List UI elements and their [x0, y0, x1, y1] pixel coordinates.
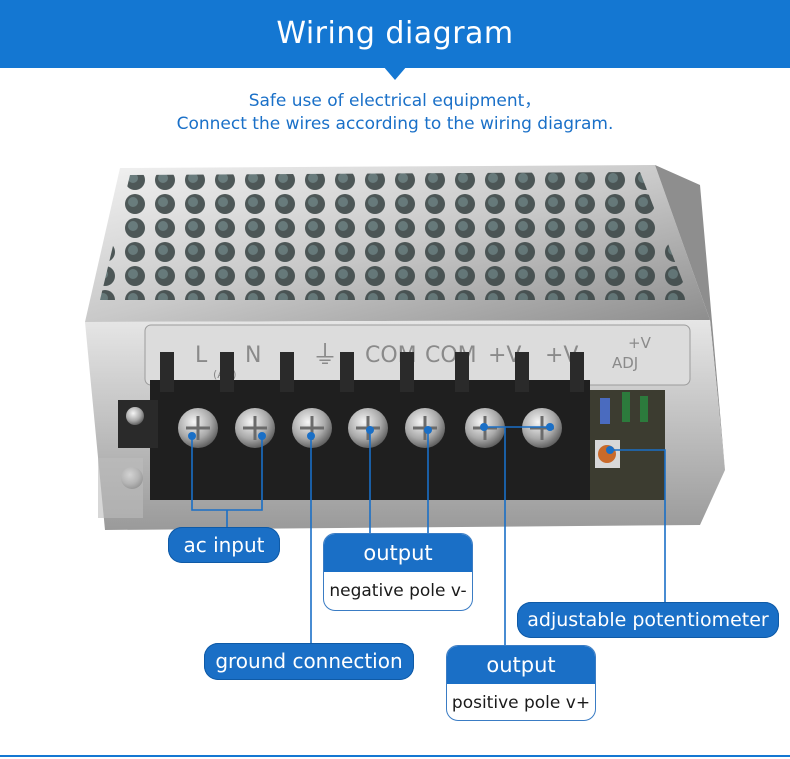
output-negative-card: output negative pole v- [323, 533, 473, 611]
adj-mark-1: +V [628, 334, 652, 352]
ground-connection-label: ground connection [204, 643, 414, 680]
ac-input-label: ac input [168, 527, 280, 563]
potentiometer-label: adjustable potentiometer [517, 602, 779, 638]
output-negative-title: output [324, 534, 472, 572]
ground-symbol: ⏚ [312, 341, 338, 371]
output-positive-card: output positive pole v+ [446, 645, 596, 721]
output-positive-desc: positive pole v+ [451, 693, 591, 713]
intro-line-1: Safe use of electrical equipment， [248, 91, 542, 111]
output-negative-desc: negative pole v- [329, 581, 467, 601]
callout-lines [191, 426, 666, 540]
output-positive-title: output [447, 646, 595, 684]
adj-mark-2: ADJ [612, 354, 638, 372]
intro-line-2: Connect the wires according to the wirin… [176, 114, 614, 134]
power-supply-photo: L N (AC) ⏚ COM COM +V +V +V ADJ [85, 165, 725, 540]
terminal-mark-l: L [195, 343, 208, 368]
terminal-mark-n: N [245, 343, 261, 368]
header-banner: Wiring diagram [0, 0, 790, 68]
bottom-divider [0, 755, 790, 757]
page-title: Wiring diagram [276, 16, 514, 51]
vent-holes [100, 172, 690, 300]
side-panel [655, 165, 725, 470]
banner-pointer [383, 66, 407, 80]
